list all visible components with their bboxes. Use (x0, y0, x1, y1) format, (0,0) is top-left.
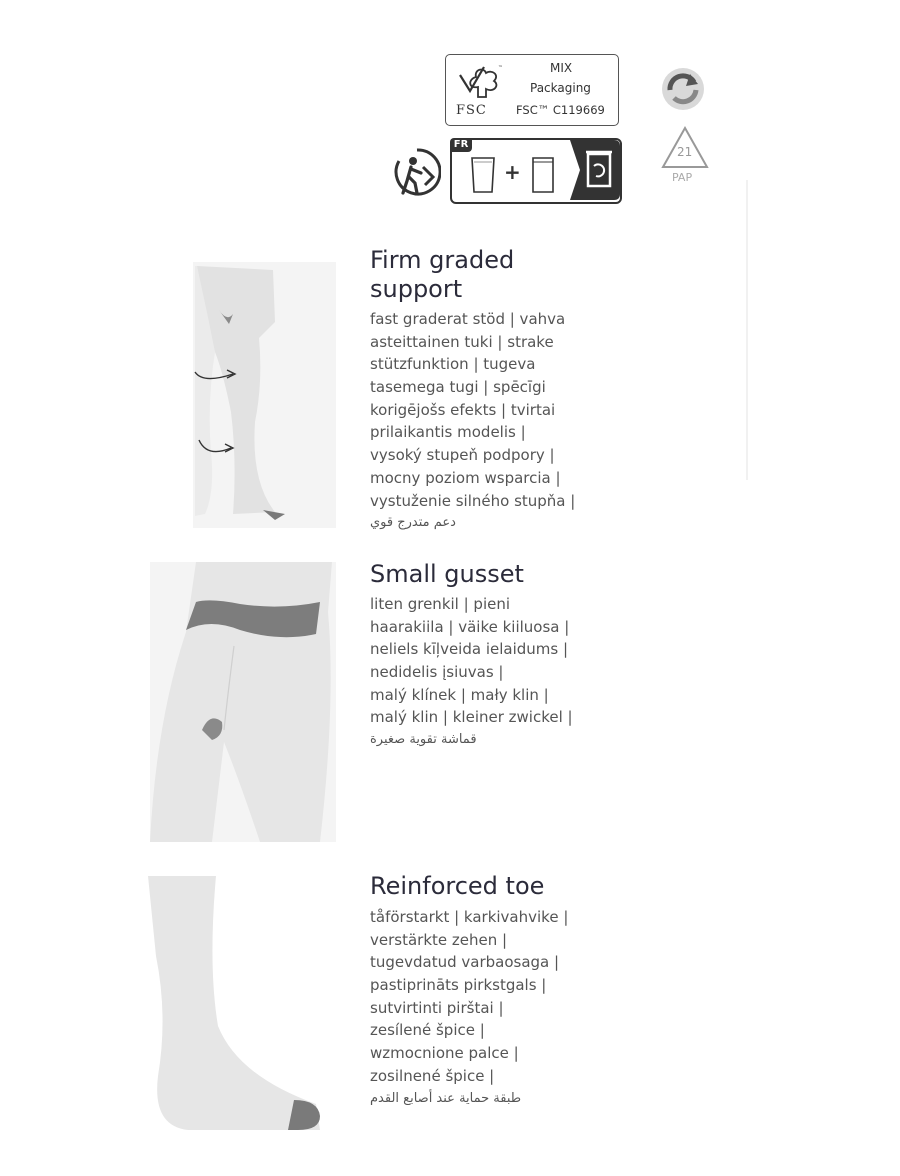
legs-illustration (193, 262, 336, 528)
fsc-mix-label: MIX (550, 61, 573, 75)
fsc-packaging-label: Packaging (530, 81, 591, 95)
tights-foot-icon (148, 876, 336, 1130)
recycling-bin-icon (570, 140, 620, 200)
plus-icon: + (504, 160, 521, 184)
fsc-license-code: FSC™ C119669 (516, 103, 605, 117)
section-title-support: Firm graded support (370, 246, 515, 303)
sorting-instructions: FR + (450, 138, 622, 204)
fsc-wordmark: FSC (456, 103, 487, 118)
triman-icon (394, 148, 441, 196)
tights-hips-icon (150, 562, 336, 842)
page-edge-shadow (746, 180, 748, 480)
paper-wrap-icon (471, 157, 495, 193)
recycle-circle-icon (662, 68, 704, 110)
section-text-support: fast graderat stöd | vahva asteittainen … (370, 310, 576, 531)
tights-legs-icon (193, 262, 336, 528)
recycling-triangle-icon: 21 (661, 125, 709, 168)
section-text-toe: tåförstarkt | karkivahvike | verstärkte … (370, 908, 569, 1106)
toe-illustration (148, 876, 336, 1130)
section-title-toe: Reinforced toe (370, 872, 545, 900)
region-tag: FR (450, 138, 472, 152)
section-title-gusset: Small gusset (370, 560, 524, 588)
svg-text:™: ™ (498, 65, 502, 71)
recycling-code-number: 21 (677, 145, 692, 159)
recycling-material-code: PAP (672, 171, 693, 184)
section-text-gusset: liten grenkil | pieni haarakiila | väike… (370, 595, 573, 748)
gusset-illustration (150, 562, 336, 842)
plastic-bag-icon (532, 157, 554, 193)
fsc-label: ™ FSC MIX Packaging FSC™ C119669 (445, 54, 619, 126)
fsc-tree-check-icon: ™ (459, 65, 502, 98)
